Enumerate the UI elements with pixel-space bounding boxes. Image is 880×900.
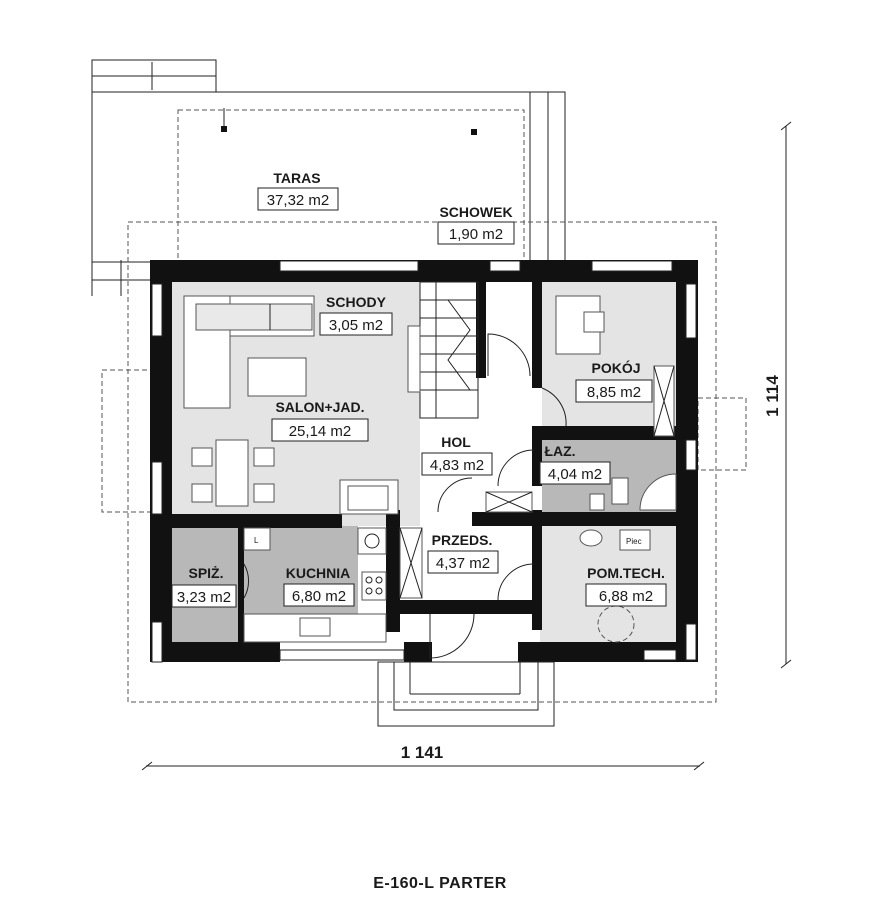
room-name-salon: SALON+JAD. xyxy=(275,399,364,415)
dimension-height: 1 114 xyxy=(763,121,792,669)
boiler-label: Piec xyxy=(626,537,642,546)
room-area-hol: 4,83 m2 xyxy=(430,457,484,474)
area-box-przeds xyxy=(427,550,499,574)
area-box-schowek xyxy=(437,221,515,245)
room-name-schowek: SCHOWEK xyxy=(439,204,512,220)
room-area-przeds: 4,37 m2 xyxy=(436,555,490,572)
room-name-schody: SCHODY xyxy=(326,294,387,310)
room-area-pomtech: 6,88 m2 xyxy=(599,588,653,605)
roof-outline xyxy=(127,221,717,703)
area-box-schody xyxy=(319,312,393,336)
area-box-pomtech xyxy=(585,583,667,607)
room-area-taras: 37,32 m2 xyxy=(267,192,330,209)
room-name-kuchnia: KUCHNIA xyxy=(286,565,351,581)
area-box-kuchnia xyxy=(283,583,355,607)
living-furniture xyxy=(183,295,399,515)
windows xyxy=(151,260,697,663)
room-area-kuchnia: 6,80 m2 xyxy=(292,588,346,605)
room-area-schowek: 1,90 m2 xyxy=(449,226,503,243)
room-name-przeds: PRZEDS. xyxy=(432,532,493,548)
entrance xyxy=(377,661,555,727)
area-box-taras xyxy=(257,187,339,211)
dimension-height-label: 1 114 xyxy=(763,375,782,417)
right-projection xyxy=(697,397,747,471)
room-name-laz: ŁAZ. xyxy=(544,443,575,459)
area-box-laz xyxy=(539,461,611,485)
room-area-schody: 3,05 m2 xyxy=(329,317,383,334)
room-name-taras: TARAS xyxy=(273,170,320,186)
fixtures-misc: Piec xyxy=(399,295,677,643)
dimension-width: 1 141 xyxy=(141,743,705,771)
plan-title: E-160-L PARTER xyxy=(373,875,507,892)
terrace-outline xyxy=(91,59,566,296)
room-name-spiz: SPIŻ. xyxy=(188,565,223,581)
area-box-spiz xyxy=(171,584,237,608)
stairs xyxy=(407,281,479,419)
fridge-label: L xyxy=(254,536,259,545)
kitchen-fixtures: L xyxy=(243,527,387,643)
room-area-laz: 4,04 m2 xyxy=(548,466,602,483)
room-area-spiz: 3,23 m2 xyxy=(177,589,231,606)
room-name-pokoj: POKÓJ xyxy=(591,359,640,376)
left-projection xyxy=(101,369,153,513)
area-box-pokoj xyxy=(575,379,653,403)
dimension-width-label: 1 141 xyxy=(401,743,444,762)
room-name-pomtech: POM.TECH. xyxy=(587,565,665,581)
room-name-hol: HOL xyxy=(441,434,471,450)
area-box-salon xyxy=(271,418,369,442)
room-labels: TARAS 37,32 m2 SCHOWEK 1,90 m2 SCHODY 3,… xyxy=(171,170,667,608)
area-box-hol xyxy=(421,452,493,476)
room-area-salon: 25,14 m2 xyxy=(289,423,352,440)
room-area-pokoj: 8,85 m2 xyxy=(587,384,641,401)
doors xyxy=(243,333,567,659)
